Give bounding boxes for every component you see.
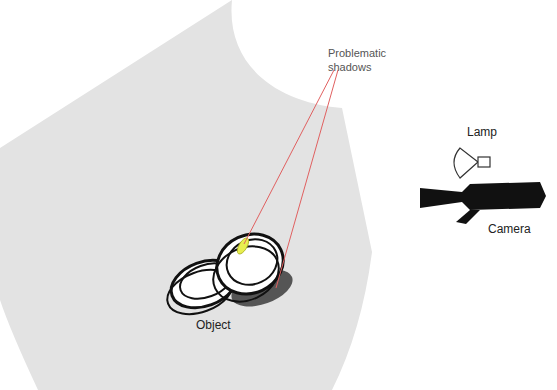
camera-symbol [420, 182, 546, 224]
leader-line [244, 70, 334, 244]
leader-line [276, 70, 338, 288]
part-label: Camera [488, 222, 531, 236]
part-label: Lamp [467, 125, 497, 139]
callout-label: Problematic shadows [328, 46, 412, 74]
backdrop-sheet [0, 0, 372, 390]
part-label: Object [196, 318, 231, 332]
object-figure [161, 223, 297, 322]
lamp-symbol [454, 148, 490, 178]
